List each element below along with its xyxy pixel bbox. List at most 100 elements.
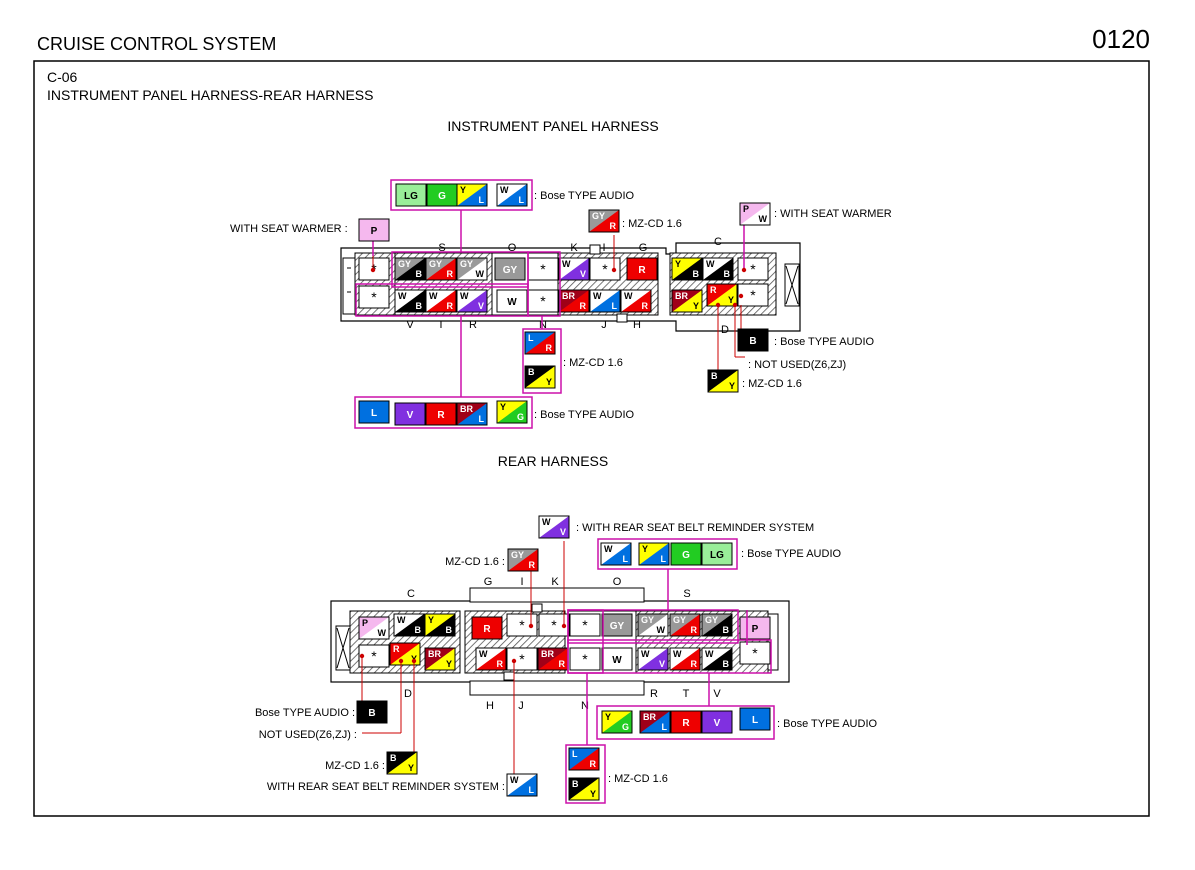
wire-base-color: V (407, 410, 414, 421)
wire-swatch: BRY (424, 647, 456, 671)
unused-cavity-mark: * (551, 617, 557, 633)
unused-cavity-mark: * (519, 617, 525, 633)
wire-stripe-color: R (590, 759, 597, 769)
unused-cavity-mark: * (371, 648, 377, 664)
wire-base-color: Y (605, 712, 611, 722)
wire-swatch: WR (475, 647, 507, 671)
rh-letter-s: S (683, 588, 690, 600)
rh-group-outlines (565, 538, 775, 804)
wire-base-color: Y (428, 615, 434, 625)
wire-swatch: WL (600, 542, 632, 566)
wire-swatch: RY (706, 283, 738, 307)
wire-base-color: W (542, 517, 551, 527)
wire-base-color: W (624, 291, 633, 301)
wire-base-color: L (371, 408, 377, 419)
rh-letter-g: G (484, 576, 493, 588)
wire-swatch: BY (707, 369, 739, 393)
wire-base-color: R (393, 644, 400, 654)
wire-stripe-color: Y (729, 381, 735, 391)
wire-swatch: GYR (669, 613, 701, 637)
wire-swatch: P (739, 616, 771, 640)
wire-stripe-color: B (415, 625, 422, 635)
wire-swatch: R (670, 710, 702, 734)
rh-letter-k: K (551, 576, 559, 588)
ip-letter-t: T (438, 319, 445, 331)
ip-letter-g: G (639, 242, 648, 254)
wire-swatch: L (739, 707, 771, 731)
wire-swatch: WB (393, 613, 425, 637)
wire-stripe-color: L (661, 554, 667, 564)
unused-cavity-mark: * (371, 289, 377, 305)
wire-swatch: GYR (588, 209, 620, 233)
wire-stripe-color: G (622, 722, 629, 732)
wire-swatch: BY (524, 365, 556, 389)
wire-swatch: W (496, 289, 528, 313)
wire-base-color: GY (641, 615, 654, 625)
connector-name: INSTRUMENT PANEL HARNESS-REAR HARNESS (47, 87, 373, 103)
wire-swatch: * (589, 257, 621, 281)
wire-swatch: YL (456, 183, 488, 207)
wire-stripe-color: R (691, 625, 698, 635)
wire-swatch: WB (394, 289, 426, 313)
wire-swatch: LR (568, 747, 600, 771)
wire-swatch: R (425, 402, 457, 426)
rh-label-bose-top: : Bose TYPE AUDIO (741, 548, 842, 560)
wire-base-color: W (507, 297, 517, 308)
unused-cavity-mark: * (582, 651, 588, 667)
wire-swatch: GYR (425, 257, 457, 281)
wire-base-color: W (604, 544, 613, 554)
rh-letter-c: C (407, 588, 415, 600)
wire-swatch: * (737, 257, 769, 281)
wire-swatch: PW (739, 202, 771, 226)
wire-base-color: LG (404, 191, 418, 202)
ip-letter-h: H (633, 319, 641, 331)
wire-base-color: BR (643, 712, 656, 722)
wire-base-color: G (438, 191, 446, 202)
wire-base-color: GY (705, 615, 718, 625)
wire-swatch: W (601, 647, 633, 671)
wire-base-color: Y (460, 185, 466, 195)
unused-cavity-mark: * (540, 261, 546, 277)
wire-base-color: W (479, 649, 488, 659)
rh-leader-lines (361, 541, 565, 775)
wire-swatch: WR (620, 289, 652, 313)
wire-stripe-color: R (642, 301, 649, 311)
wire-base-color: W (673, 649, 682, 659)
wire-base-color: Y (500, 402, 506, 412)
wire-stripe-color: Y (408, 763, 414, 773)
unused-cavity-mark: * (602, 261, 608, 277)
ip-letter-j: J (601, 319, 607, 331)
ip-letter-o: O (508, 242, 517, 254)
rear-harness-connector: PWWBYBR***GYGYWGYRGYBP*RYBRYWR*BRR*WWVWR… (330, 587, 790, 696)
wire-swatch: GY (601, 613, 633, 637)
ip-group-outlines (354, 179, 745, 429)
ip-letter-s: S (438, 242, 445, 254)
wire-base-color: R (710, 285, 717, 295)
wire-base-color: W (705, 649, 714, 659)
wire-swatch: WL (589, 289, 621, 313)
rh-label-mz-i: MZ-CD 1.6 : (445, 556, 505, 568)
wire-swatch: * (527, 289, 559, 313)
wire-swatch: WV (637, 647, 669, 671)
wire-stripe-color: R (610, 221, 617, 231)
wire-stripe-color: L (479, 195, 485, 205)
wire-stripe-color: Y (446, 659, 452, 669)
rh-letter-n: N (581, 700, 589, 712)
wire-swatch: V (394, 402, 426, 426)
wire-base-color: BR (562, 291, 575, 301)
wire-swatch: GY (494, 257, 526, 281)
wire-stripe-color: R (546, 343, 553, 353)
wire-stripe-color: Y (693, 301, 699, 311)
ip-letter-i: I (602, 242, 605, 254)
wire-swatch: YG (601, 710, 633, 734)
ip-label-bose-top: : Bose TYPE AUDIO (534, 190, 635, 202)
wire-stripe-color: W (657, 625, 666, 635)
ip-label-bose-bottom: : Bose TYPE AUDIO (534, 409, 635, 421)
wire-swatch: WL (506, 773, 538, 797)
ip-leader-lines (372, 235, 745, 370)
wire-swatch: WV (456, 289, 488, 313)
wire-swatch: B (737, 328, 769, 352)
rear-harness-title: REAR HARNESS (498, 453, 608, 469)
wire-stripe-color: R (559, 659, 566, 669)
